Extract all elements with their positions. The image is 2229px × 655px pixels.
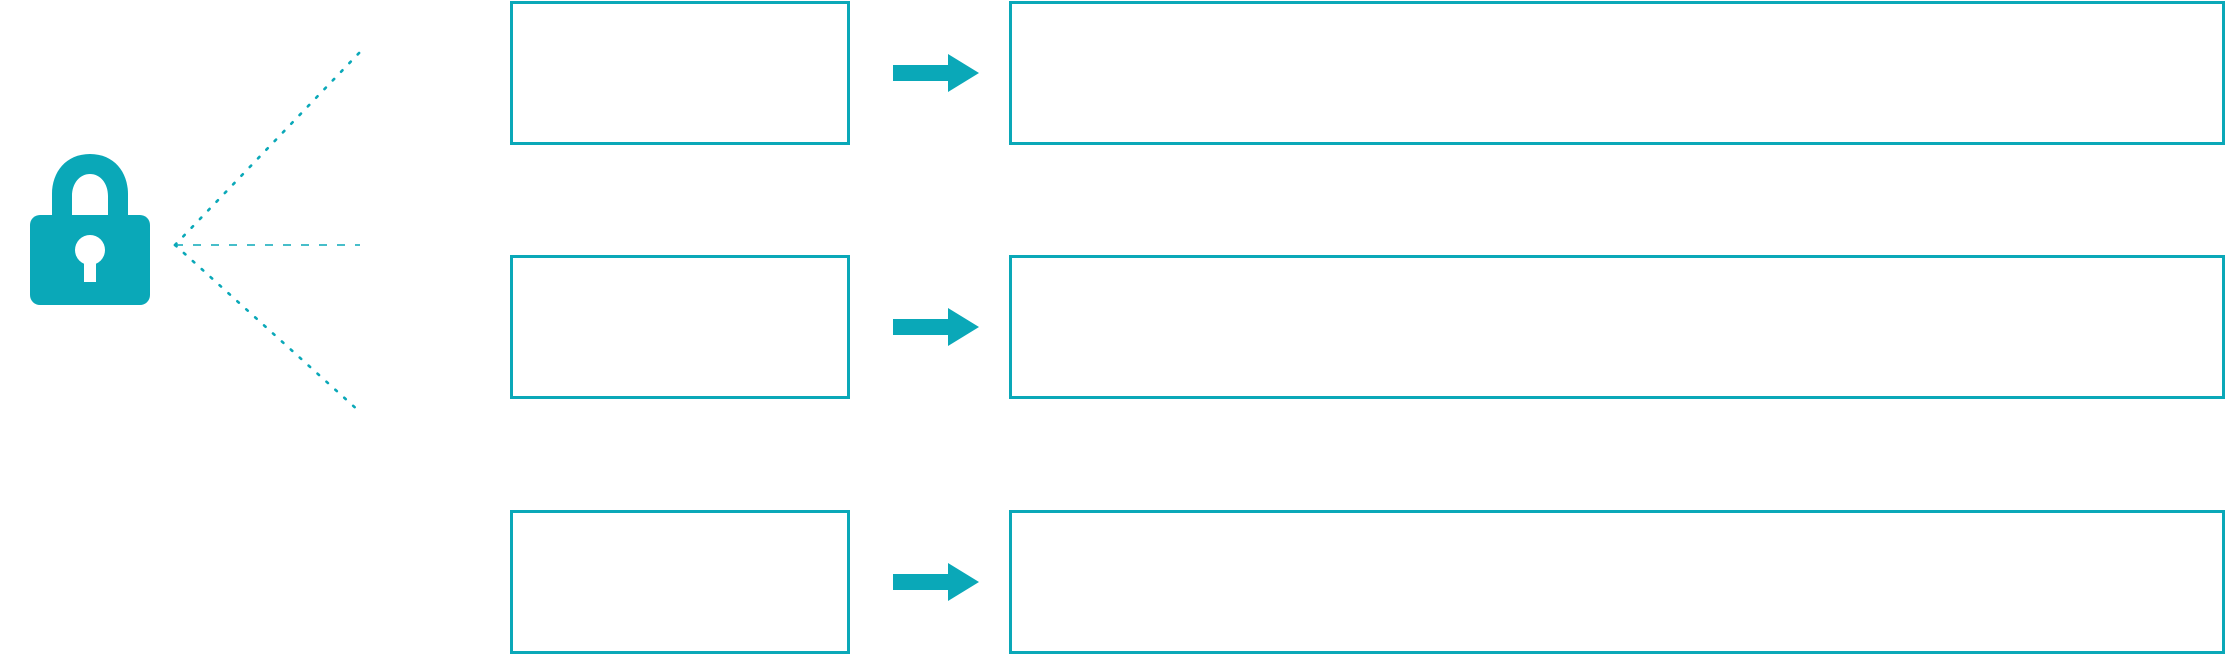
connector-branch-top (173, 50, 362, 247)
stage-box-3[interactable] (510, 510, 850, 654)
detail-box-1[interactable] (1009, 1, 2225, 145)
arrow-right-icon-2 (893, 308, 979, 346)
detail-box-3[interactable] (1009, 510, 2225, 654)
stage-box-1[interactable] (510, 1, 850, 145)
lock-icon (28, 152, 152, 307)
arrow-right-icon-1 (893, 54, 979, 92)
connector-branch-bottom (173, 243, 362, 414)
stage-box-2[interactable] (510, 255, 850, 399)
arrow-right-icon-3 (893, 563, 979, 601)
detail-box-2[interactable] (1009, 255, 2225, 399)
